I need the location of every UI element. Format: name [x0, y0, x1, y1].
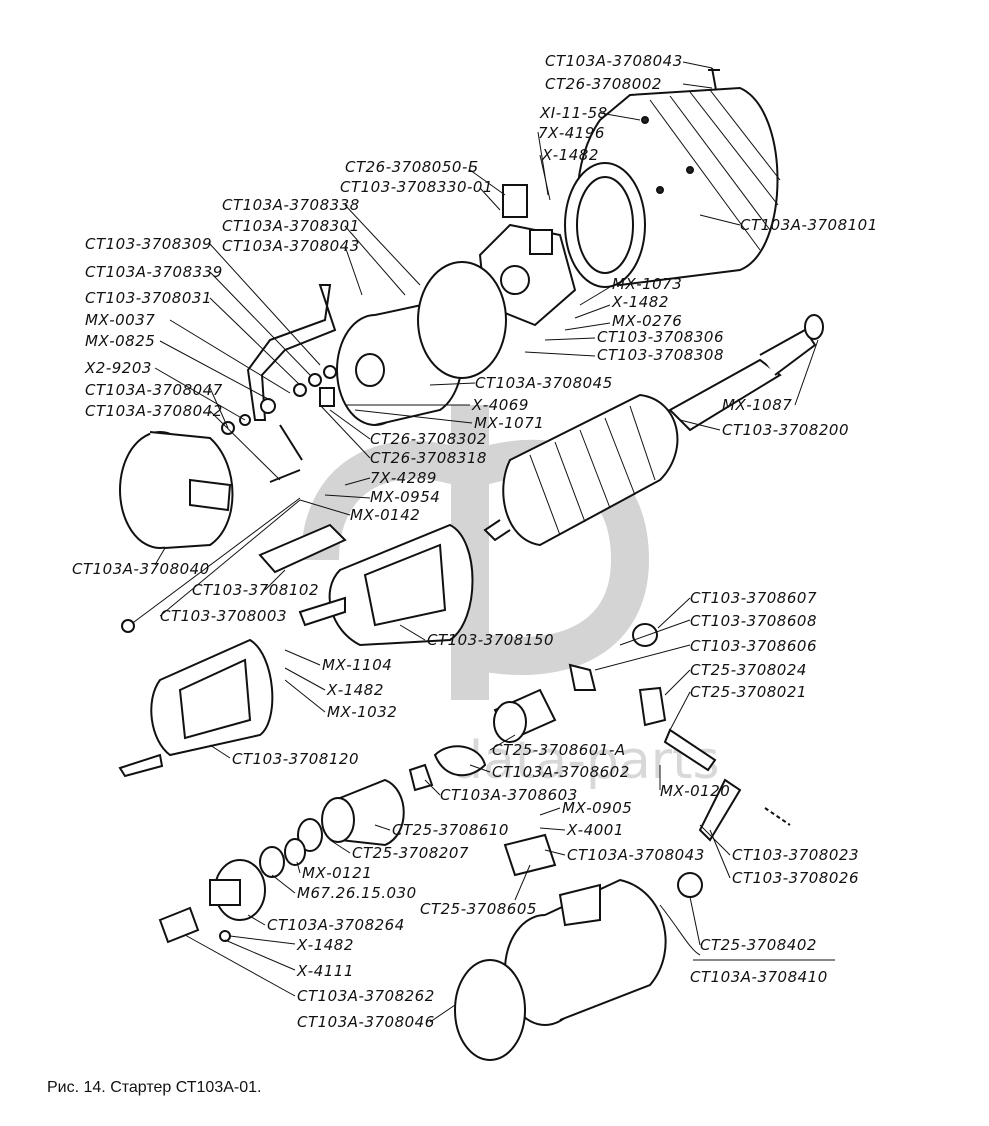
part-label: СТ103-3708309	[85, 235, 212, 253]
part-label: МХ-0120	[660, 782, 730, 800]
part-label: СТ103А-3708047	[85, 381, 223, 399]
part-label: Х-1482	[296, 936, 354, 954]
part-label: МХ-1104	[322, 656, 392, 674]
part-label: СТ103А-3708338	[222, 196, 360, 214]
part-label: СТ103-3708308	[597, 346, 724, 364]
drive-housing-part	[454, 872, 703, 1061]
part-label: СТ26-3708002	[545, 75, 662, 93]
part-label: СТ103-3708120	[232, 750, 359, 768]
part-label: СТ103-3708023	[732, 846, 859, 864]
part-label: СТ103А-3708043	[567, 846, 705, 864]
part-label: СТ25-3708610	[392, 821, 509, 839]
part-label: СТ25-3708021	[690, 683, 807, 701]
part-label: СТ103А-3708043	[545, 52, 683, 70]
part-label: МХ-1087	[722, 396, 792, 414]
part-label: СТ103-3708306	[597, 328, 724, 346]
part-label: СТ103А-3708264	[267, 916, 405, 934]
part-label: Х-4069	[471, 396, 529, 414]
figure-caption: Рис. 14. Стартер СТ103А-01.	[47, 1079, 262, 1096]
field-coil-part	[298, 523, 474, 647]
part-label: СТ103-3708607	[690, 589, 817, 607]
part-label: СТ103А-3708262	[297, 987, 435, 1005]
part-label: СТ103А-3708301	[222, 217, 360, 235]
part-label: МХ-0142	[350, 506, 420, 524]
part-label: МХ-1032	[327, 703, 397, 721]
exploded-view-drawing: data-parts	[72, 52, 878, 1061]
housing-part	[564, 67, 781, 288]
part-label: Х-4111	[296, 962, 354, 980]
bracket-part	[221, 284, 337, 483]
part-label: СТ103А-3708040	[72, 560, 210, 578]
part-label: СТ103-3708200	[722, 421, 849, 439]
part-label: Х-1482	[326, 681, 384, 699]
part-label: СТ25-3708024	[690, 661, 807, 679]
part-label: СТ103А-3708339	[85, 263, 223, 281]
part-label: СТ25-3708402	[700, 936, 817, 954]
part-labels: СТ103А-3708043 СТ26-3708002 ХI-11-58 7Х-…	[72, 52, 878, 1031]
part-label: СТ25-3708207	[352, 844, 469, 862]
part-label: СТ103-3708003	[160, 607, 287, 625]
part-label: СТ26-3708318	[370, 449, 487, 467]
part-label: Х-1482	[611, 293, 669, 311]
part-label: СТ26-3708302	[370, 430, 487, 448]
part-label: СТ103-3708606	[690, 637, 817, 655]
part-label: МХ-1071	[474, 414, 544, 432]
part-label: СТ103А-3708046	[297, 1013, 435, 1031]
part-label: СТ103А-3708042	[85, 402, 223, 420]
part-label: СТ25-3708605	[420, 900, 537, 918]
part-label: Х-4001	[566, 821, 624, 839]
yoke-part	[119, 431, 234, 549]
part-label: СТ103-3708150	[427, 631, 554, 649]
part-label: МХ-0276	[612, 312, 682, 330]
part-label: МХ-0037	[85, 311, 155, 329]
part-label: СТ103-3708026	[732, 869, 859, 887]
part-label: СТ103А-3708602	[492, 763, 630, 781]
part-label: СТ103А-3708410	[690, 968, 828, 986]
part-label: МХ-0825	[85, 332, 155, 350]
part-label: СТ103-3708330-01	[340, 178, 493, 196]
part-label: СТ103А-3708045	[475, 374, 613, 392]
part-label: СТ25-3708601-А	[492, 741, 626, 759]
part-label: СТ103А-3708043	[222, 237, 360, 255]
part-label: 7Х-4196	[538, 124, 605, 142]
part-label: МХ-0121	[302, 864, 372, 882]
end-cover-part	[336, 261, 507, 426]
part-label: СТ103А-3708101	[740, 216, 878, 234]
part-label: СТ103А-3708603	[440, 786, 578, 804]
insulator-part	[121, 497, 347, 633]
part-label: МХ-0905	[562, 799, 632, 817]
part-label: МХ-1073	[612, 275, 682, 293]
part-label: СТ103-3708608	[690, 612, 817, 630]
bearing-cap-part	[158, 859, 266, 944]
part-label: Х2-9203	[84, 359, 152, 377]
part-label: 7Х-4289	[370, 469, 437, 487]
part-label: Х-1482	[541, 146, 599, 164]
field-coil-2-part	[118, 638, 274, 778]
part-label: МХ-0954	[370, 488, 440, 506]
leader-lines	[154, 61, 835, 1023]
part-label: СТ103-3708102	[192, 581, 319, 599]
part-label: ХI-11-58	[539, 104, 608, 122]
part-label: СТ26-3708050-Б	[345, 158, 479, 176]
part-label: М67.26.15.030	[297, 884, 417, 902]
part-label: СТ103-3708031	[85, 289, 212, 307]
armature-part	[483, 314, 824, 547]
